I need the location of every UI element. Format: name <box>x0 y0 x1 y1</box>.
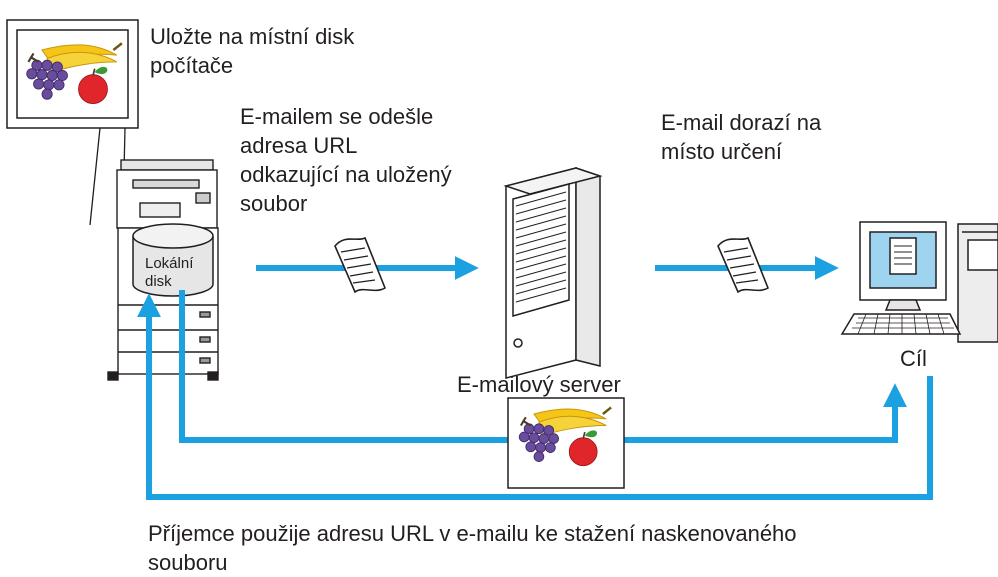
local-disk-icon <box>132 223 214 297</box>
email-server-tower-icon <box>503 166 603 379</box>
label-recipient-uses-url: Příjemce použije adresu URL v e-mailu ke… <box>148 521 797 575</box>
label-local-disk: Lokální disk <box>145 255 194 290</box>
label-save-local-disk: Uložte na místní disk počítače <box>150 24 355 78</box>
label-email-arrives: E-mail dorazí na místo určení <box>661 110 822 164</box>
label-destination: Cíl <box>900 346 927 371</box>
photo-image-icon <box>507 397 625 489</box>
arrow-download-outer <box>137 293 933 500</box>
label-email-server: E-mailový server <box>457 372 621 397</box>
desktop-computer-icon <box>840 221 998 343</box>
photo-image-icon <box>6 19 139 226</box>
label-email-sends-url: E-mailem se odešle adresa URL odkazující… <box>240 104 452 216</box>
